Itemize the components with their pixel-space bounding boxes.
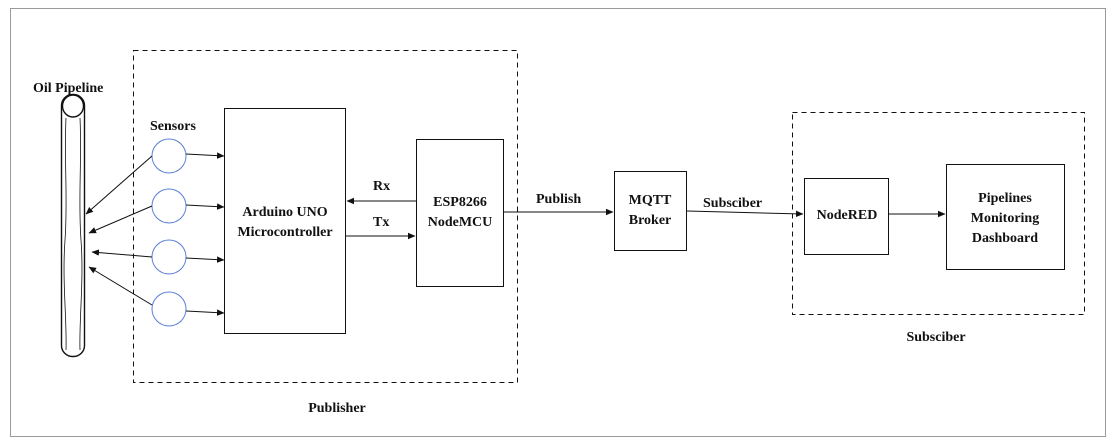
dashboard-label-line1: Pipelines xyxy=(978,191,1032,206)
esp8266-box xyxy=(417,140,504,287)
nodered-label: NodeRED xyxy=(817,208,878,223)
publisher-group-label: Publisher xyxy=(308,401,366,416)
sensor-circle xyxy=(152,292,186,326)
sensor-to-arduino-arrow xyxy=(186,311,224,313)
subscriber-arrow xyxy=(687,211,803,214)
sensor-to-pipeline-arrow xyxy=(86,156,152,214)
mqtt-label-line1: MQTT xyxy=(629,193,672,208)
dashboard-label-line2: Monitoring xyxy=(971,211,1039,226)
oil-pipeline-label: Oil Pipeline xyxy=(33,81,103,96)
mqtt-label-line2: Broker xyxy=(629,213,672,228)
tx-label: Tx xyxy=(373,215,389,230)
sensors-label: Sensors xyxy=(150,119,196,134)
sensor-to-arduino-arrow xyxy=(186,154,224,156)
oil-pipeline xyxy=(62,95,85,357)
rx-label: Rx xyxy=(373,179,390,194)
publish-label: Publish xyxy=(536,192,581,207)
subscriber-group-label: Subsciber xyxy=(906,330,965,345)
arduino-box xyxy=(225,109,346,334)
sensor-circle xyxy=(152,139,186,173)
mqtt-broker-box xyxy=(615,172,687,251)
subscriber-arrow-label: Subsciber xyxy=(703,196,762,211)
arduino-label-line1: Arduino UNO xyxy=(242,205,327,220)
sensor-to-pipeline-arrow xyxy=(89,206,152,233)
sensor-circle xyxy=(152,189,186,223)
sensor-to-pipeline-arrow xyxy=(89,267,152,305)
esp8266-label-line2: NodeMCU xyxy=(428,215,493,230)
esp8266-label-line1: ESP8266 xyxy=(433,195,487,210)
arduino-label-line2: Microcontroller xyxy=(237,225,332,240)
dashboard-label-line3: Dashboard xyxy=(972,231,1038,246)
sensor-to-arduino-arrow xyxy=(186,205,224,207)
sensor-to-arduino-arrow xyxy=(186,258,224,260)
sensor-circle xyxy=(152,240,186,274)
sensor-to-pipeline-arrow xyxy=(92,252,152,257)
